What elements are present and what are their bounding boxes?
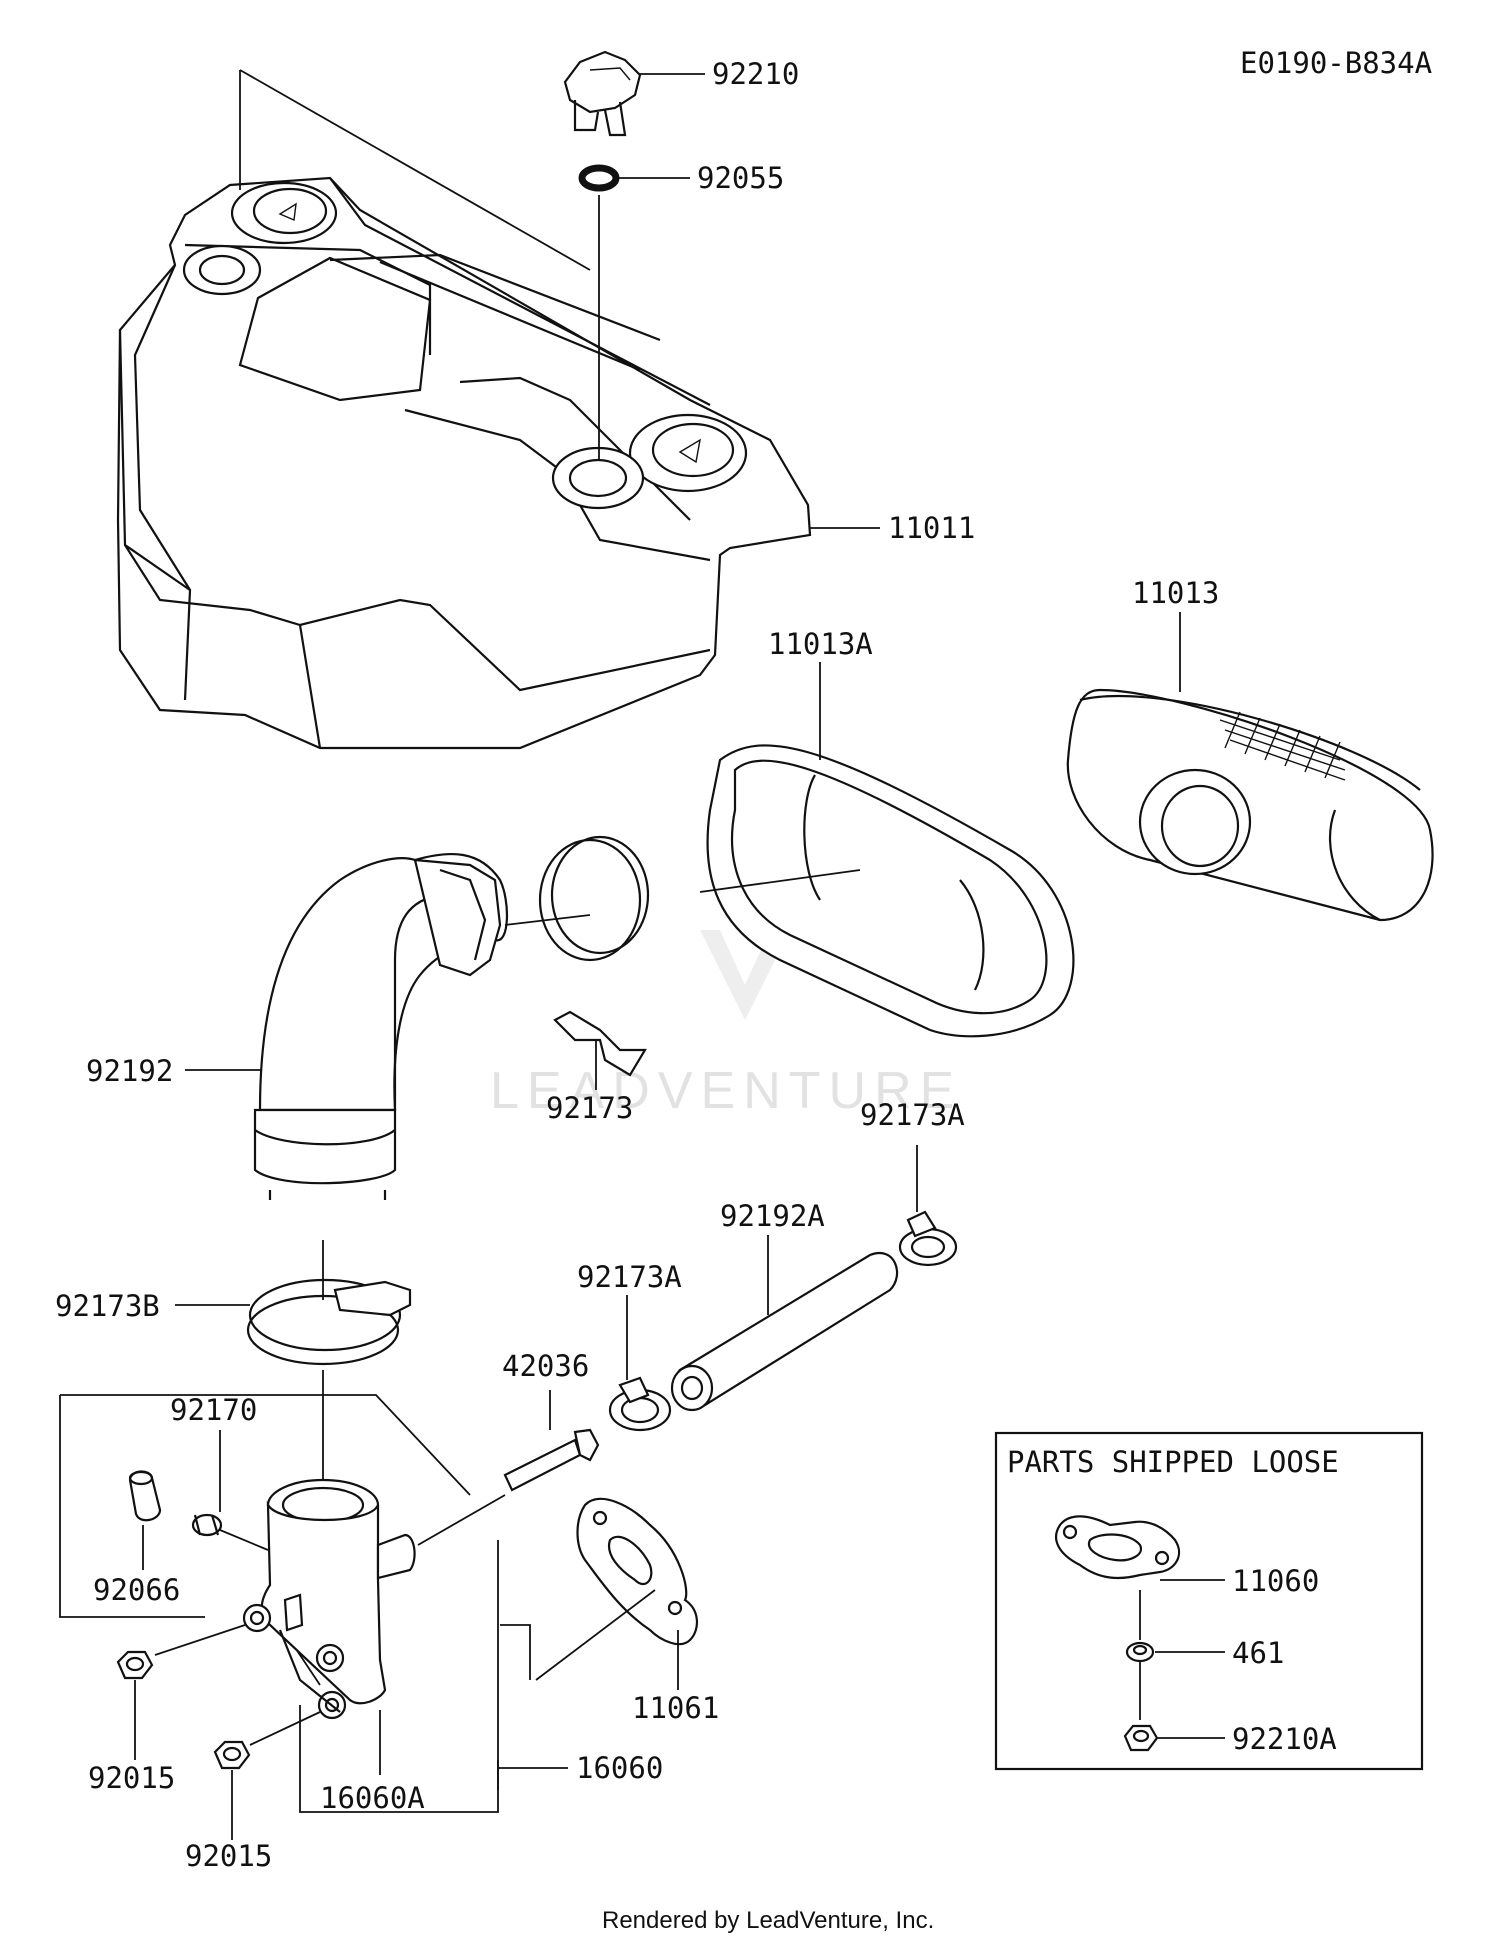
bracket-line [59,1395,205,1618]
label-11060: 11060 [1232,1564,1319,1598]
clamp-92173A-lower[interactable] [608,1376,672,1432]
leader-line [417,1494,506,1546]
label-92170: 92170 [170,1393,257,1427]
leader-line [535,1589,656,1681]
clip-92170[interactable] [191,1513,223,1537]
nut-92015-right[interactable] [213,1740,251,1770]
leader-line [249,1711,321,1746]
leader-line [154,1624,246,1656]
label-92173B: 92173B [55,1289,160,1323]
nut-92015-left[interactable] [116,1650,154,1680]
gasket-11060[interactable] [1054,1515,1181,1580]
washer-92055[interactable] [578,164,620,192]
plug-92066[interactable] [128,1470,162,1522]
label-461: 461 [1232,1636,1284,1670]
knob-92210[interactable] [563,50,642,137]
loose-parts-title: PARTS SHIPPED LOOSE [1007,1445,1339,1479]
label-16060: 16060 [576,1751,663,1785]
label-11061: 11061 [632,1691,719,1725]
hose-92192A[interactable] [670,1251,899,1412]
bracket-line [60,1394,471,1496]
footer-credit: Rendered by LeadVenture, Inc. [602,1907,934,1934]
watermark: LEADVENTURE [490,830,962,1120]
air-filter-11013[interactable] [1066,688,1434,922]
leader-line [699,869,861,893]
watermark-text: LEADVENTURE [490,1062,962,1120]
label-92055: 92055 [697,161,784,195]
pre-cleaner-11013A[interactable] [706,744,1075,1038]
label-16060A: 16060A [320,1781,425,1815]
label-92015-right: 92015 [185,1839,272,1873]
label-92192A: 92192A [720,1199,825,1233]
clamp-92173A-upper[interactable] [898,1210,958,1267]
label-11013A: 11013A [768,627,873,661]
label-11011: 11011 [888,511,975,545]
clamp-92173[interactable] [538,835,650,1077]
parts-shipped-loose-box: PARTS SHIPPED LOOSE 11060 461 92210A [994,1431,1424,1771]
air-cleaner-cover-11011[interactable] [116,176,812,750]
label-92015-left: 92015 [88,1761,175,1795]
diagram-id: E0190-B834A [1240,46,1432,80]
label-92210: 92210 [712,57,799,91]
label-92066: 92066 [93,1573,180,1607]
filter-mesh [1219,711,1346,781]
intake-housing-16060A[interactable] [242,1478,416,1720]
label-42036: 42036 [502,1349,589,1383]
washer-461[interactable] [1125,1641,1155,1663]
label-92173A-lower: 92173A [577,1260,682,1294]
label-92173: 92173 [546,1091,633,1125]
bracket-line [500,1624,531,1680]
leader-line [219,1529,269,1551]
leader-line [504,914,591,926]
label-92173A-upper: 92173A [860,1098,965,1132]
pipe-42036[interactable] [503,1428,600,1492]
clamp-92173B[interactable] [246,1278,412,1366]
leader-line [239,69,591,271]
gasket-11061[interactable] [576,1497,698,1646]
bracket-line-16060 [299,1705,499,1813]
label-92192: 92192 [86,1054,173,1088]
nut-92210A[interactable] [1123,1724,1159,1752]
label-11013: 11013 [1132,576,1219,610]
label-92210A: 92210A [1232,1722,1337,1756]
elbow-hose-92192[interactable] [253,852,508,1200]
